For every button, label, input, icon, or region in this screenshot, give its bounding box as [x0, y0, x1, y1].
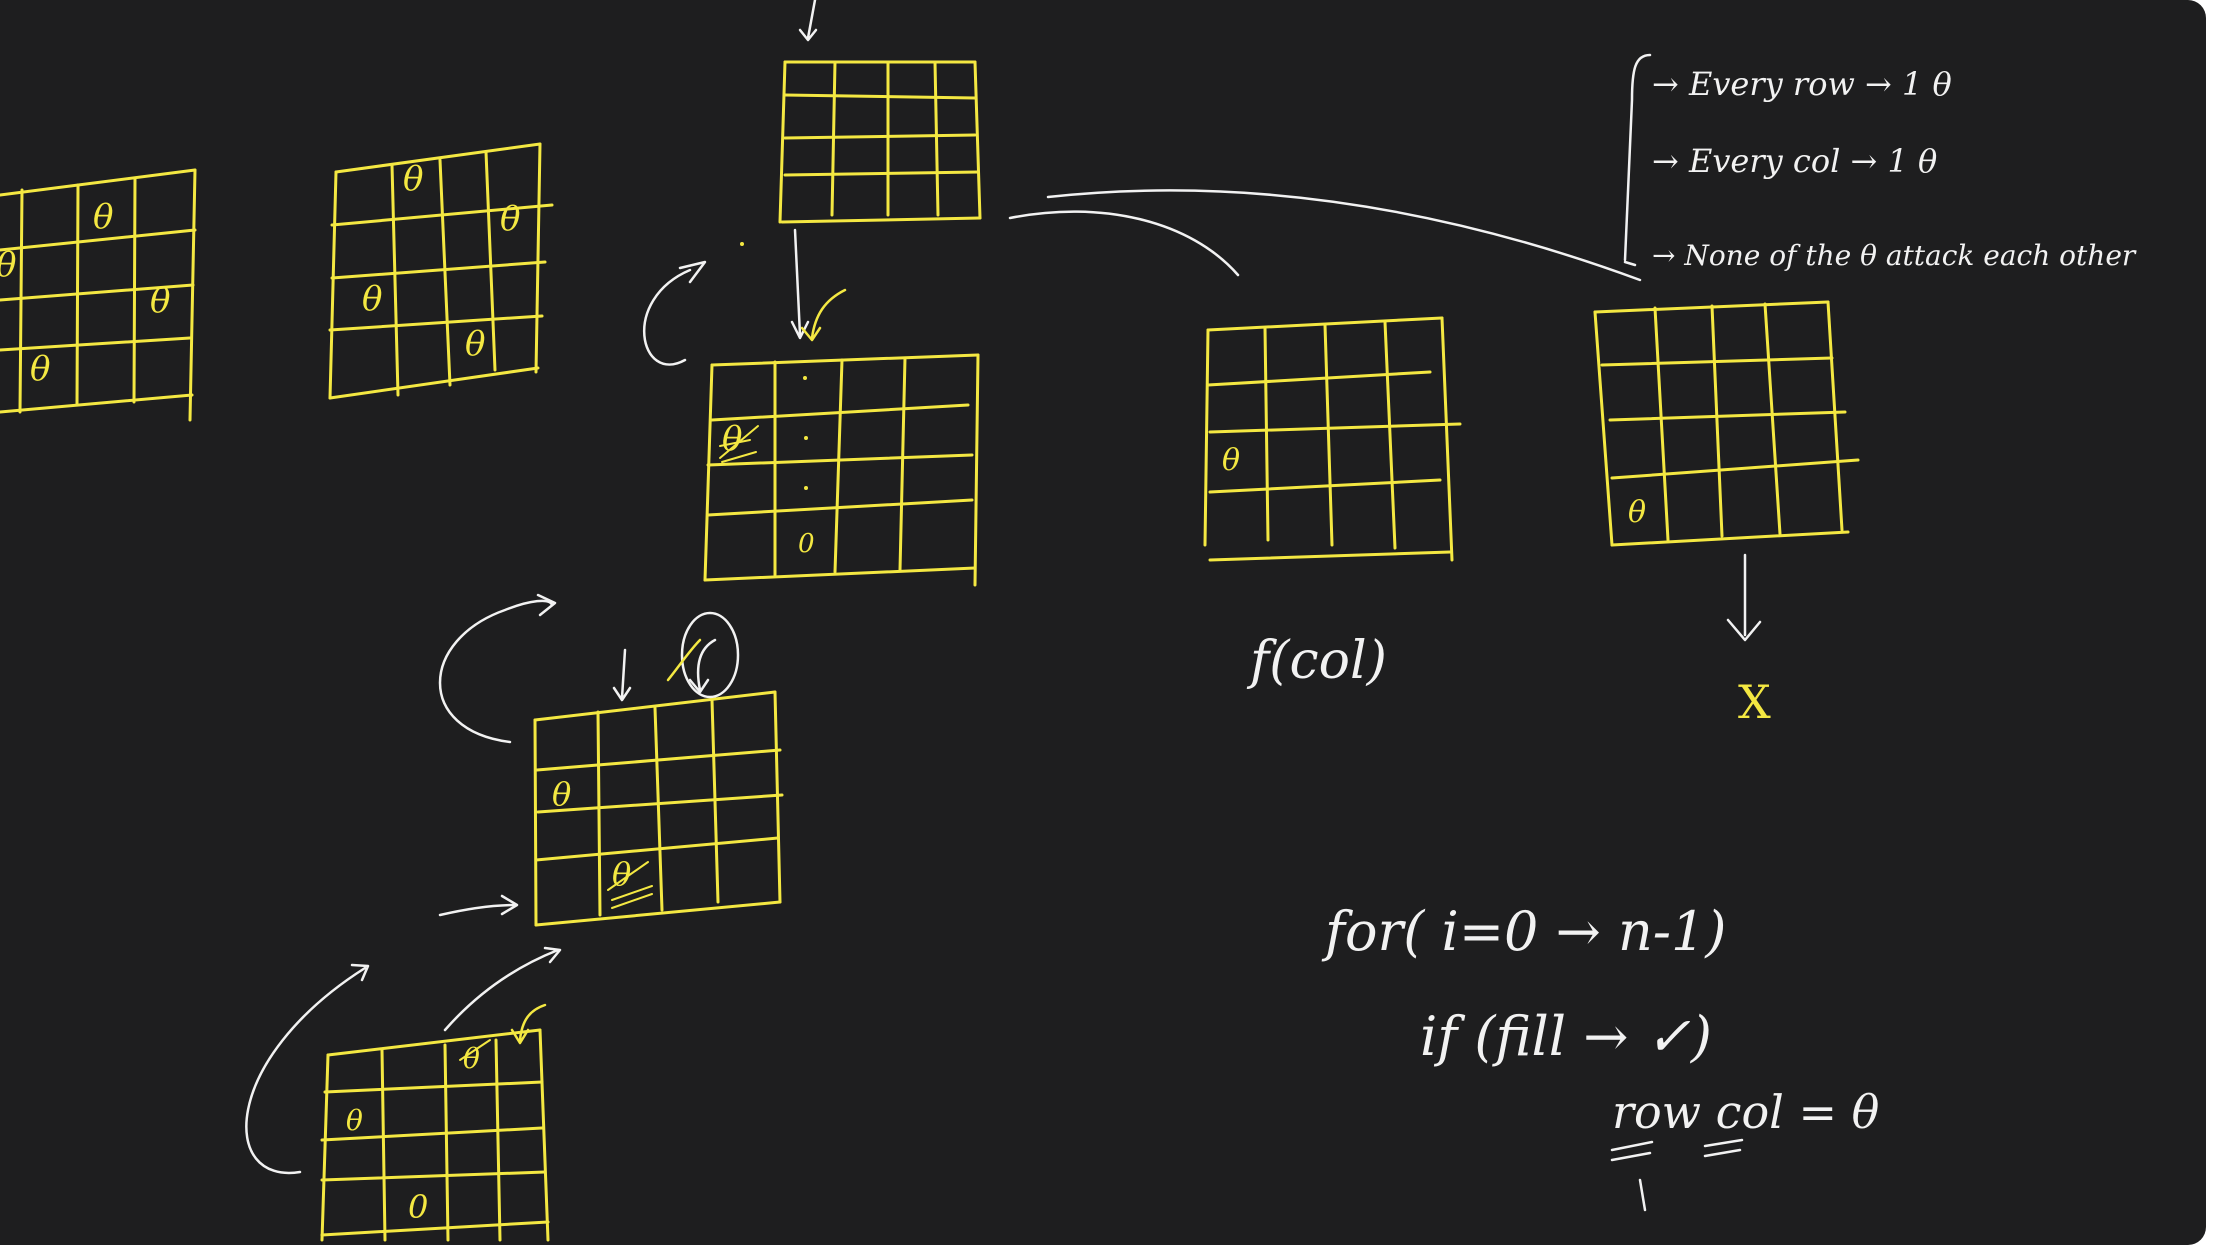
- rule-no-attack: → None of the θ attack each other: [1652, 239, 2137, 272]
- circled-arrow-annotation: [680, 611, 740, 699]
- queen-mark: 0: [798, 529, 815, 559]
- strike-marks: [459, 425, 759, 1061]
- assign-line: row col = θ: [1612, 1085, 1879, 1139]
- pseudocode-notes: f(col) X for( i=0 → n-1) if (fill → ✓) r…: [1246, 631, 1879, 1139]
- queen-mark: θ: [346, 1104, 363, 1137]
- dot-marks: [740, 242, 808, 490]
- grid-h: [320, 1028, 550, 1242]
- queen-mark: θ: [403, 159, 423, 199]
- reject-mark: X: [1738, 675, 1771, 729]
- underline-strokes: [1610, 1138, 1744, 1212]
- loop-line: for( i=0 → n-1): [1321, 900, 1726, 963]
- queen-mark: θ: [0, 245, 16, 285]
- connector-strokes: [245, 0, 1762, 1175]
- grid-g: [533, 690, 784, 927]
- grid-b: [328, 142, 554, 400]
- queen-mark: 0: [408, 1188, 428, 1226]
- if-line: if (fill → ✓): [1420, 1005, 1712, 1068]
- queen-mark: θ: [463, 1042, 480, 1075]
- queen-mark: θ: [612, 855, 631, 893]
- queen-mark: θ: [500, 199, 520, 239]
- function-signature: f(col): [1246, 631, 1387, 691]
- rules-list: → Every row → 1 θ → Every col → 1 θ → No…: [1652, 65, 2137, 272]
- queen-mark: θ: [1628, 495, 1646, 530]
- queen-mark: θ: [30, 349, 50, 389]
- queen-mark: θ: [1222, 443, 1240, 478]
- rule-every-row: → Every row → 1 θ: [1652, 65, 1952, 103]
- grid-d: [703, 353, 980, 587]
- queen-mark: θ: [93, 197, 113, 237]
- queen-mark: θ: [150, 281, 170, 321]
- queen-mark: θ: [552, 775, 571, 813]
- queen-mark: θ: [362, 279, 382, 319]
- grid-a: [0, 168, 197, 422]
- queen-mark: θ: [722, 419, 742, 459]
- grid-f: [1593, 300, 1860, 547]
- queen-markers: θ θ θ θ θ θ θ θ θ 0 θ θ θ θ θ θ 0: [0, 159, 1646, 1226]
- yellow-arrow-strokes: [510, 288, 847, 1045]
- grid-c: [778, 60, 982, 224]
- queen-mark: θ: [465, 324, 485, 364]
- grid-e: [1203, 316, 1462, 562]
- rule-every-col: → Every col → 1 θ: [1652, 142, 1937, 180]
